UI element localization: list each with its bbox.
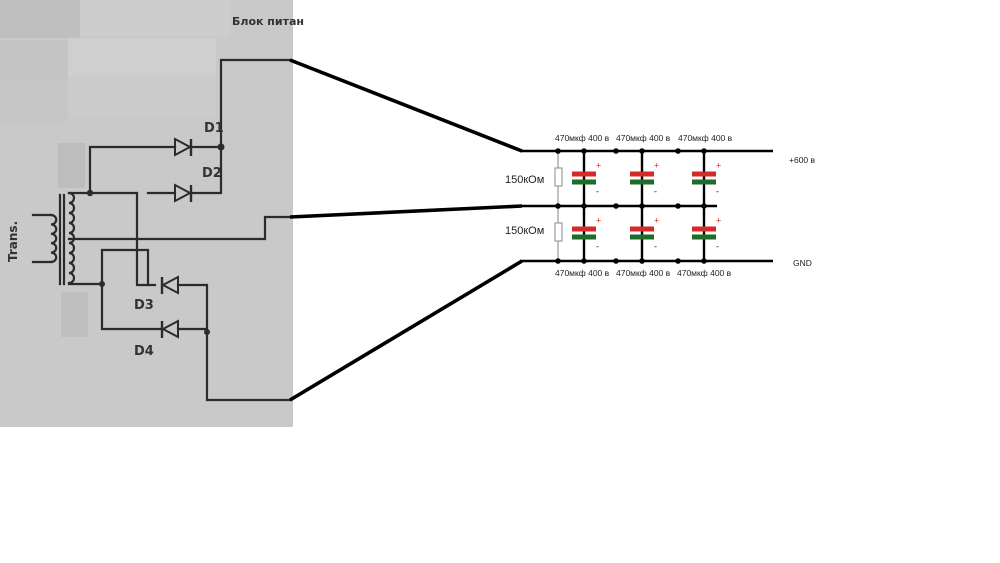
capacitor-plate-positive <box>572 171 596 177</box>
polarity-plus: + <box>716 216 721 226</box>
blur-patch <box>0 80 68 122</box>
positive-wire <box>146 58 292 195</box>
junction-dot <box>675 258 681 264</box>
center-tap-wire <box>67 215 292 241</box>
resistor-label: 150кОм <box>505 174 544 186</box>
blur-patch <box>68 38 216 76</box>
blur-patch <box>0 40 68 80</box>
junction-dot <box>639 203 645 209</box>
blur-patch <box>61 292 88 337</box>
midpoint-connection <box>289 204 523 219</box>
junction-dot <box>613 148 619 154</box>
blur-patch <box>68 76 216 118</box>
junction-dot <box>675 148 681 154</box>
junction-dot <box>581 148 587 154</box>
positive-connection <box>289 58 523 153</box>
junction-dot <box>701 203 707 209</box>
photo-schematic: Блок питан Trans. D1 D2 <box>0 0 304 427</box>
resistor <box>554 167 563 187</box>
negative-wire <box>176 283 292 402</box>
resistor-label: 150кОм <box>505 225 544 237</box>
blur-patch <box>58 143 85 188</box>
diode-d1: D1 <box>174 121 224 157</box>
output-positive-label: +600 в <box>789 155 816 165</box>
junction-dot <box>639 148 645 154</box>
capacitor-bank: 150кОм 150кОм +-+-+-+-+-+- 470мкф 400 в … <box>505 133 816 278</box>
output-ground-label: GND <box>793 258 812 268</box>
polarity-minus: - <box>654 242 657 252</box>
junction-dot <box>701 258 707 264</box>
blur-patch <box>0 0 80 38</box>
capacitor-rating-label: 470мкф 400 в <box>678 133 733 143</box>
connection-lines <box>289 58 523 402</box>
capacitor-plate-positive <box>692 171 716 177</box>
capacitor-plate-positive <box>692 226 716 232</box>
diode-d4: D4 <box>134 319 179 359</box>
junction-dot <box>613 258 619 264</box>
capacitor-plate-negative <box>572 234 596 240</box>
polarity-plus: + <box>716 161 721 171</box>
capacitor-rating-label: 470мкф 400 в <box>555 268 610 278</box>
diode-label: D4 <box>134 344 154 359</box>
capacitor-plate-positive <box>572 226 596 232</box>
junction-dot <box>555 203 561 209</box>
primary-coil <box>49 213 58 264</box>
polarity-minus: - <box>716 187 719 197</box>
resistor <box>554 222 563 242</box>
junction-dot <box>581 203 587 209</box>
capacitor-rating-label: 470мкф 400 в <box>555 133 610 143</box>
ground-connection <box>289 259 523 402</box>
diode-d3: D3 <box>134 275 179 313</box>
junction-dot <box>701 148 707 154</box>
capacitor-plate-negative <box>692 179 716 185</box>
polarity-minus: - <box>596 187 599 197</box>
junction-dot <box>555 148 561 154</box>
polarity-plus: + <box>596 216 601 226</box>
capacitor-plate-negative <box>692 234 716 240</box>
polarity-minus: - <box>596 242 599 252</box>
capacitor-plate-negative <box>630 234 654 240</box>
diode-label: D1 <box>204 121 224 136</box>
polarity-minus: - <box>716 242 719 252</box>
capacitor-rating-label: 470мкф 400 в <box>616 268 671 278</box>
diode-d2: D2 <box>174 166 222 203</box>
polarity-plus: + <box>596 161 601 171</box>
capacitor-plate-positive <box>630 226 654 232</box>
diode-label: D3 <box>134 298 154 313</box>
polarity-plus: + <box>654 216 659 226</box>
capacitor-plate-positive <box>630 171 654 177</box>
junction-dot <box>613 203 619 209</box>
junction-dot <box>639 258 645 264</box>
polarity-minus: - <box>654 187 657 197</box>
junction-dot <box>581 258 587 264</box>
transformer-label: Trans. <box>6 221 20 262</box>
capacitor-plate-negative <box>630 179 654 185</box>
junction-dot <box>675 203 681 209</box>
diode-label: D2 <box>202 166 222 181</box>
blur-patch <box>80 0 230 36</box>
polarity-plus: + <box>654 161 659 171</box>
capacitor-plate-negative <box>572 179 596 185</box>
junction-dot <box>555 258 561 264</box>
title-fragment: Блок питан <box>232 15 304 28</box>
capacitor-rating-label: 470мкф 400 в <box>677 268 732 278</box>
capacitor-rating-label: 470мкф 400 в <box>616 133 671 143</box>
